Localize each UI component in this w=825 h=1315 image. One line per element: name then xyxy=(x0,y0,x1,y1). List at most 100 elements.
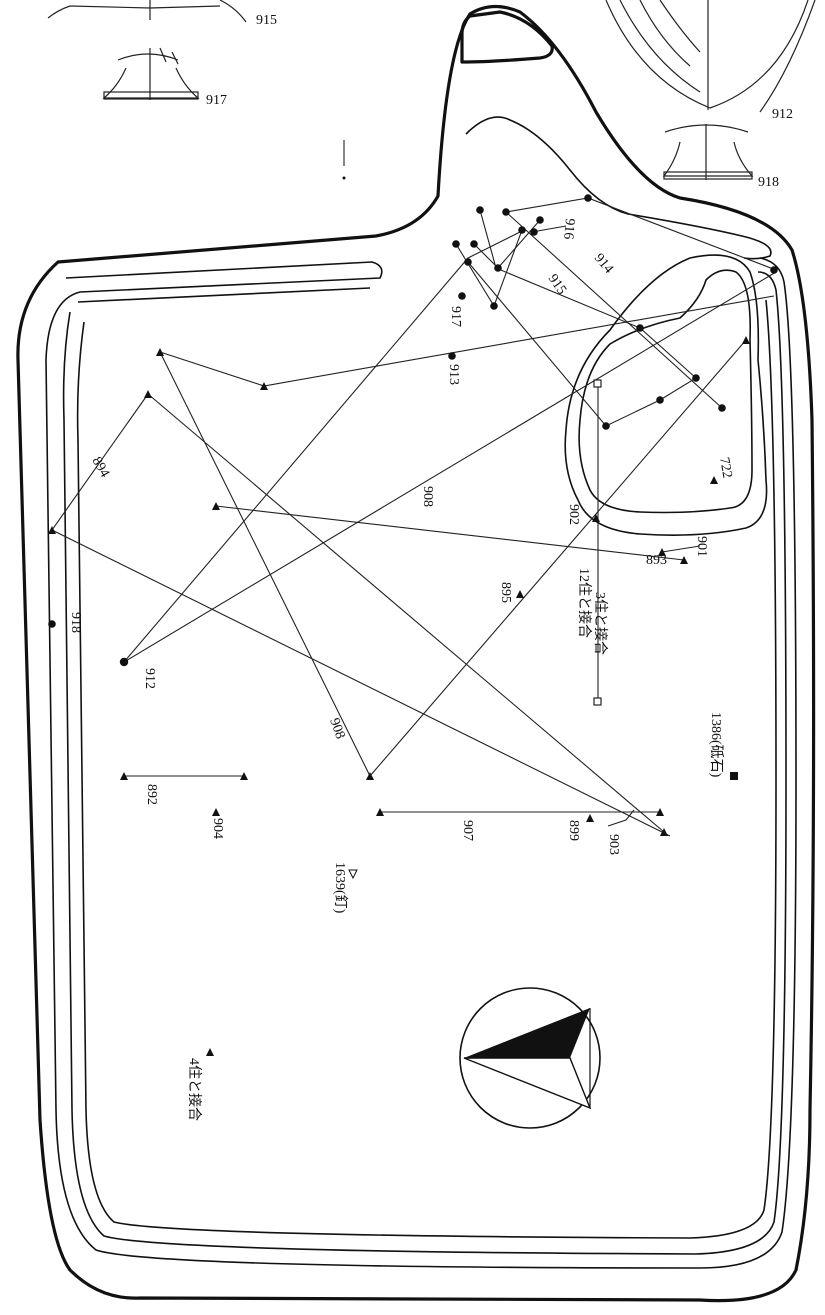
pit-outer-outline xyxy=(16,4,816,1303)
marker-filled-circle xyxy=(502,208,510,216)
marker-filled-triangle xyxy=(366,772,374,780)
label-918: 918 xyxy=(68,612,83,633)
pottery-label-917: 917 xyxy=(206,93,227,108)
marker-4-joint xyxy=(206,1048,214,1056)
line-segment xyxy=(123,231,521,663)
sub-pit-inner xyxy=(578,269,753,514)
pottery-drawing-917 xyxy=(102,47,200,100)
label-913: 913 xyxy=(446,364,461,385)
label-914: 914 xyxy=(591,251,616,277)
pottery-drawing-915 xyxy=(47,0,247,23)
marker-filled-triangle xyxy=(212,502,220,510)
line-901 xyxy=(661,545,701,553)
north-arrow-icon xyxy=(459,987,601,1129)
marker-filled-triangle xyxy=(48,526,56,534)
marker-filled-circle xyxy=(656,396,664,404)
pottery-drawing-912 xyxy=(605,0,816,113)
label-894: 894 xyxy=(89,455,112,481)
marker-902 xyxy=(592,514,600,522)
scale-dot xyxy=(342,176,346,180)
marker-filled-triangle xyxy=(376,808,384,816)
pottery-drawing-918 xyxy=(662,124,754,180)
sub-pit-outer xyxy=(564,254,768,536)
marker-filled-circle xyxy=(530,228,538,236)
marker-filled-circle xyxy=(602,422,610,430)
line-915 xyxy=(479,209,697,379)
line-916 xyxy=(531,225,567,233)
label-722: 722 xyxy=(716,456,734,479)
marker-filled-circle xyxy=(770,266,778,274)
line-segment xyxy=(473,219,541,269)
line-914 xyxy=(505,211,723,409)
line-913 xyxy=(467,261,697,427)
label-899: 899 xyxy=(566,820,581,841)
marker-open-square xyxy=(593,697,602,706)
label-908-upper: 908 xyxy=(420,486,435,507)
marker-filled-circle xyxy=(476,206,484,214)
marker-filled-circle xyxy=(518,226,526,234)
line-908b xyxy=(123,271,777,663)
marker-filled-circle xyxy=(490,302,498,310)
label-907: 907 xyxy=(460,820,475,841)
label-901: 901 xyxy=(694,536,709,557)
label-895: 895 xyxy=(498,582,513,603)
marker-filled-triangle xyxy=(742,336,750,344)
label-892: 892 xyxy=(144,784,159,805)
marker-1386-filled-square xyxy=(730,772,738,780)
marker-filled-triangle xyxy=(144,390,152,398)
marker-open-triangle-1639 xyxy=(348,869,358,880)
line-903 xyxy=(607,809,635,827)
line-segment xyxy=(147,393,665,833)
label-917: 917 xyxy=(448,306,463,327)
note-12-joint: 12住と接合 xyxy=(576,568,593,638)
line-893 xyxy=(215,505,685,561)
marker-913 xyxy=(448,352,456,360)
marker-filled-circle xyxy=(584,194,592,202)
note-3-joint: 3住と接合 xyxy=(592,592,609,655)
marker-filled-triangle xyxy=(120,772,128,780)
contour-1 xyxy=(45,257,797,1269)
marker-893 xyxy=(680,556,688,564)
label-904: 904 xyxy=(210,818,225,839)
marker-722 xyxy=(710,476,718,484)
marker-open-square xyxy=(593,379,602,388)
marker-filled-circle xyxy=(536,216,544,224)
contour-3 xyxy=(76,299,777,1239)
note-1386: 1386(砥石) xyxy=(708,712,724,778)
marker-filled-circle xyxy=(494,264,502,272)
marker-filled-triangle xyxy=(660,828,668,836)
marker-917 xyxy=(458,292,466,300)
label-908-lower: 908 xyxy=(326,716,347,741)
pit-top-step xyxy=(460,10,554,64)
marker-918 xyxy=(48,620,56,628)
note-1639: 1639(釘) xyxy=(332,862,349,914)
label-893: 893 xyxy=(646,553,667,568)
marker-filled-circle xyxy=(464,258,472,266)
note-4-joint: 4住と接合 xyxy=(186,1058,203,1121)
marker-912 xyxy=(119,657,129,667)
inner-floor-outline xyxy=(465,116,772,260)
label-902: 902 xyxy=(566,504,581,525)
label-layer: 894 918 912 908 908 913 917 915 914 916 … xyxy=(68,218,734,1121)
contour-2 xyxy=(62,271,787,1255)
marker-filled-triangle xyxy=(240,772,248,780)
pottery-label-918: 918 xyxy=(758,175,779,190)
refit-lines xyxy=(51,197,777,837)
marker-filled-triangle xyxy=(656,808,664,816)
line-segment xyxy=(159,295,775,387)
pottery-label-912: 912 xyxy=(772,107,793,122)
marker-filled-circle xyxy=(692,374,700,382)
marker-895 xyxy=(516,590,524,598)
marker-filled-triangle xyxy=(156,348,164,356)
label-912: 912 xyxy=(142,668,157,689)
marker-904 xyxy=(212,808,220,816)
label-915: 915 xyxy=(545,272,569,298)
marker-filled-circle xyxy=(470,240,478,248)
marker-899 xyxy=(586,814,594,822)
marker-filled-triangle xyxy=(260,382,268,390)
label-903: 903 xyxy=(606,834,621,855)
label-916: 916 xyxy=(560,218,577,240)
pottery-label-915: 915 xyxy=(256,13,277,28)
marker-layer xyxy=(48,194,778,1056)
